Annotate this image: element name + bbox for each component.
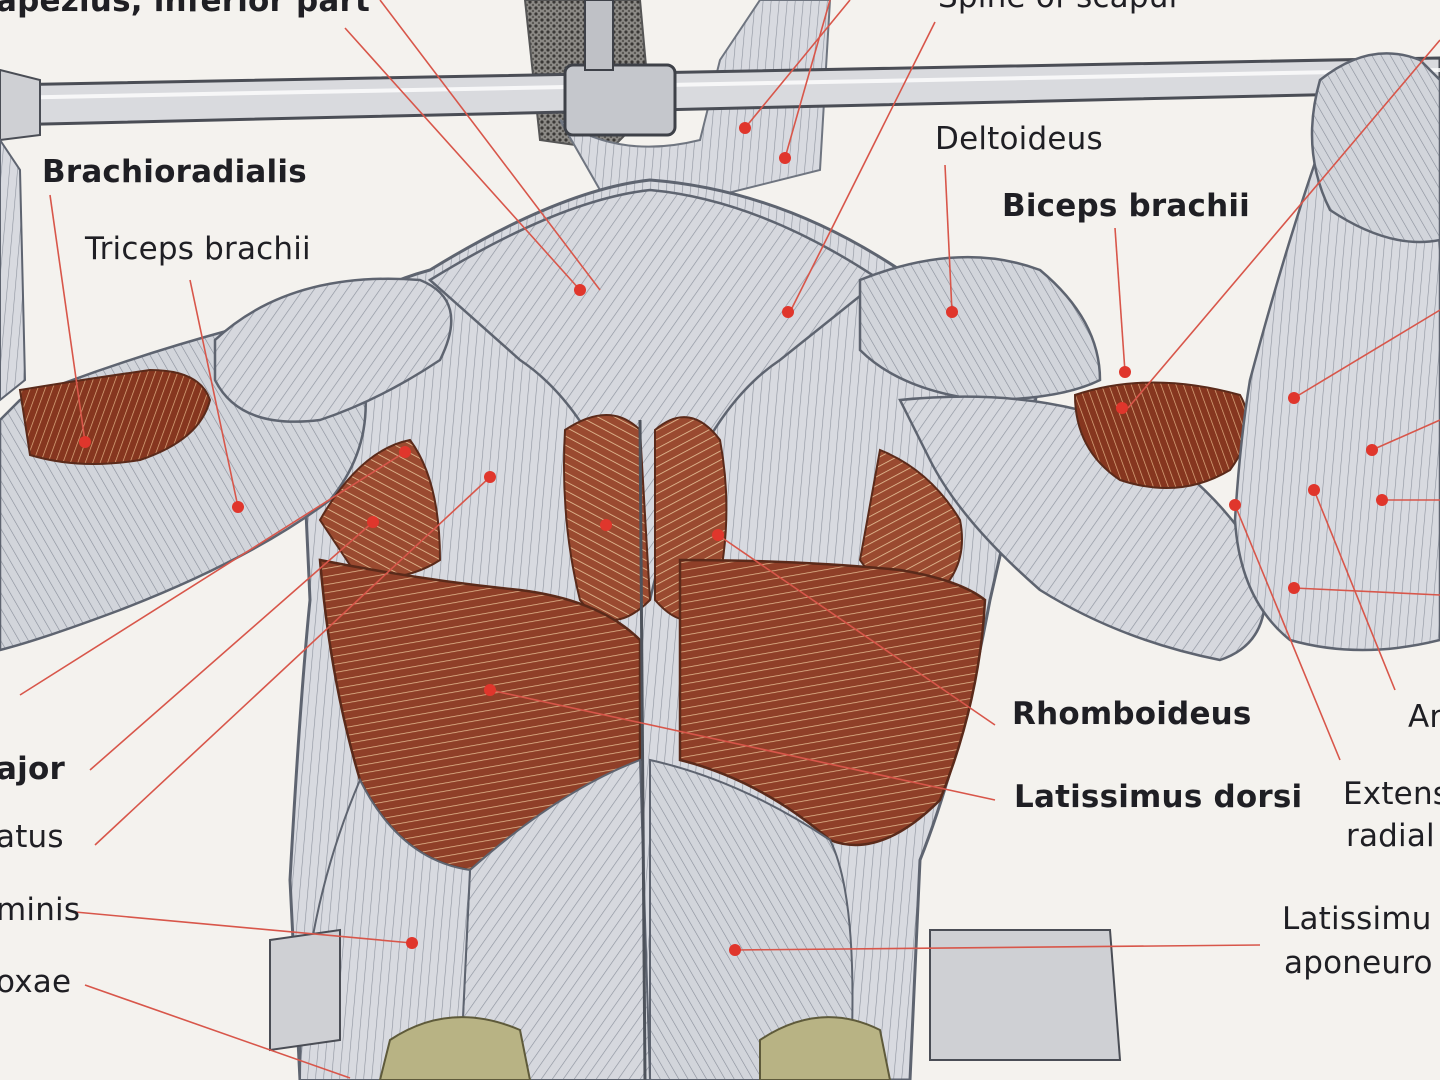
seat-left xyxy=(269,928,341,1052)
left-forearm-brachioradialis xyxy=(18,368,212,465)
bar-clamp xyxy=(563,63,677,137)
external-oblique-left xyxy=(298,777,472,1080)
label-serratus: atus xyxy=(0,819,64,855)
label-rhomboideus: Rhomboideus xyxy=(1012,696,1252,732)
right-deltoid xyxy=(858,255,1102,402)
label-latissimus-dorsi: Latissimus dorsi xyxy=(1014,779,1303,815)
label-latissimus-aponeurosis-line1: Latissimu xyxy=(1282,901,1432,937)
rhomboid-left xyxy=(563,414,652,621)
seat-right xyxy=(929,929,1122,1061)
bar xyxy=(0,56,1440,127)
label-deltoideus: Deltoideus xyxy=(935,121,1103,157)
left-deltoid xyxy=(213,277,453,423)
leader-lines xyxy=(19,0,1440,1079)
label-anconeus: Ar xyxy=(1408,699,1440,735)
left-forearm xyxy=(0,138,27,402)
label-obliquus: minis xyxy=(0,892,81,928)
label-gluteus: oxae xyxy=(0,964,72,1000)
label-latissimus-aponeurosis-line2: aponeuro xyxy=(1284,945,1433,981)
label-biceps-brachii: Biceps brachii xyxy=(1002,188,1250,224)
gluteal-right xyxy=(759,1016,892,1080)
right-upper-arm xyxy=(898,395,1267,662)
pointer-dots xyxy=(79,122,1388,956)
label-extensor-line2: radial xyxy=(1346,818,1435,854)
gluteal-left xyxy=(378,1016,532,1080)
label-spine-of-scapula: Spine of scapul xyxy=(938,0,1177,13)
label-triceps-brachii: Triceps brachii xyxy=(85,231,311,267)
bar-end-left xyxy=(0,68,41,142)
label-teres-major: ajor xyxy=(0,751,65,787)
label-trapezius-inferior: apezius, inferior part xyxy=(0,0,371,19)
aponeurosis xyxy=(458,758,652,1080)
label-extensor-line1: Extens xyxy=(1343,776,1440,812)
label-brachioradialis: Brachioradialis xyxy=(42,154,307,190)
right-hand xyxy=(1310,52,1440,244)
latissimus-right xyxy=(678,558,987,847)
